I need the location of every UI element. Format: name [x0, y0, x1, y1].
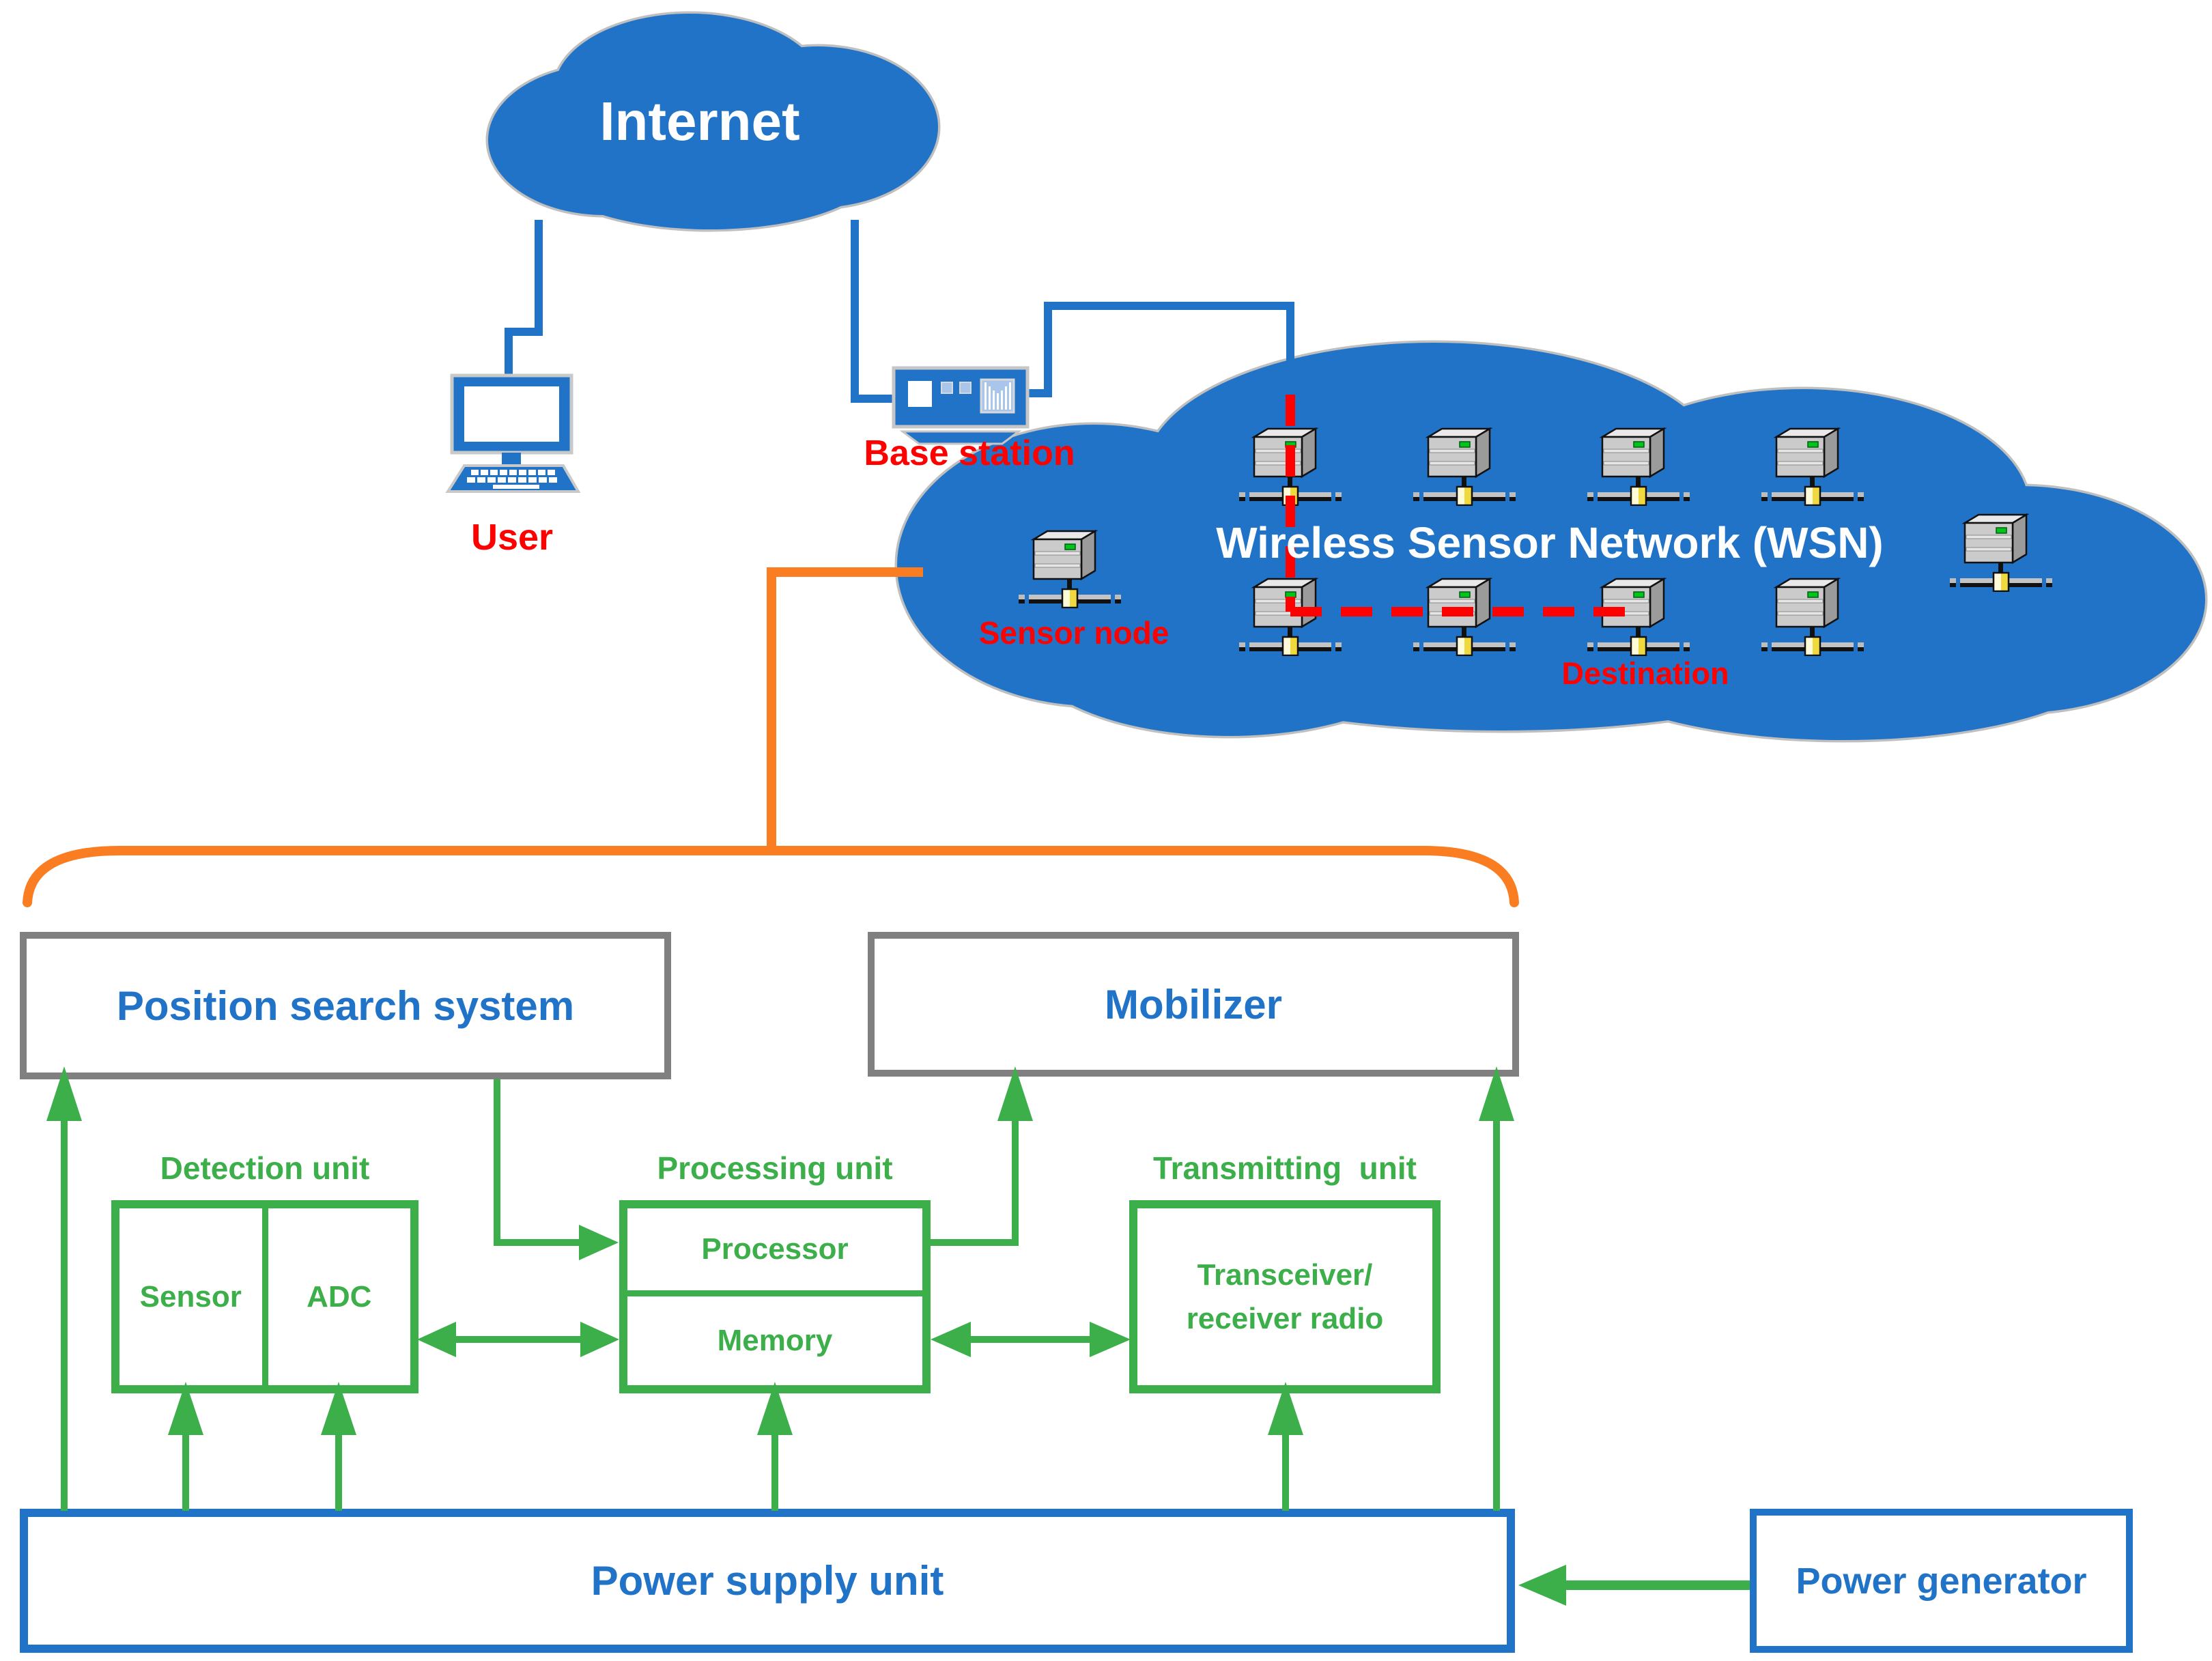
destination-label: Destination [1561, 656, 1729, 691]
wsn-to-brace-line [767, 567, 923, 851]
internet-to-user-line [505, 220, 543, 380]
arrowhead-right-icon [580, 1322, 619, 1357]
arrowhead-left-icon [931, 1322, 971, 1357]
wsn-title: Wireless Sensor Network (WSN) [1216, 518, 1884, 567]
internet-to-base-station-line [851, 220, 894, 403]
keyboard-icon [445, 464, 581, 493]
transceiver-label-line2: receiver radio [1186, 1301, 1384, 1335]
arrowhead-left-icon [417, 1322, 456, 1357]
sensor-node-icon [1239, 427, 1342, 506]
processing-unit-box: Processor Memory [619, 1200, 931, 1393]
position-search-system-box: Position search system [20, 932, 671, 1079]
transceiver-label-line1: Transceiver/ [1197, 1258, 1373, 1292]
sensor-node-icon [1587, 427, 1690, 506]
memory-cell: Memory [627, 1290, 922, 1385]
arrowhead-left-icon [1518, 1565, 1566, 1606]
monitor-icon [450, 373, 573, 468]
processor-cell: Processor [627, 1208, 922, 1290]
sensor-cell: Sensor [119, 1208, 262, 1385]
base-station-label: Base station [864, 434, 1075, 473]
processor-label: Processor [701, 1232, 849, 1266]
sensor-node-icon [1413, 427, 1516, 506]
user-computer-icon [445, 373, 581, 493]
detection-unit-box: Sensor ADC [111, 1200, 419, 1393]
sensor-node-icon [1761, 427, 1864, 506]
sensor-node-icon [1239, 578, 1342, 656]
detection-unit-title: Detection unit [160, 1150, 370, 1186]
processor-to-mobilizer-line [931, 1121, 1019, 1246]
sensor-node-label: Sensor node [978, 615, 1169, 651]
mobilizer-label: Mobilizer [1104, 981, 1282, 1027]
power-supply-unit-box: Power supply unit [20, 1509, 1515, 1653]
base-station-icon [892, 366, 1030, 445]
adc-cell: ADC [261, 1208, 411, 1385]
position-search-system-label: Position search system [116, 982, 575, 1029]
sensor-node-icon [1761, 578, 1864, 656]
arrowhead-right-icon [1090, 1322, 1131, 1357]
mobilizer-box: Mobilizer [868, 932, 1519, 1077]
power-generator-box: Power generator [1750, 1509, 2133, 1653]
sensor-label: Sensor [139, 1279, 242, 1314]
adc-label: ADC [307, 1279, 372, 1314]
destination-node-icon [1587, 578, 1690, 656]
power-generator-label: Power generator [1796, 1560, 2087, 1602]
arrowhead-right-icon [579, 1225, 619, 1260]
expansion-brace [23, 846, 1519, 907]
processing-unit-title: Processing unit [657, 1150, 893, 1186]
position-search-to-processor-line [494, 1079, 580, 1246]
internet-label: Internet [599, 91, 800, 152]
base-station-to-wsn-line [1026, 302, 1294, 419]
power-supply-unit-label: Power supply unit [591, 1558, 944, 1604]
memory-label: Memory [717, 1324, 833, 1357]
transmitting-unit-box: Transceiver/ receiver radio [1129, 1200, 1441, 1393]
user-label: User [470, 517, 554, 558]
destination-node-icon [1413, 578, 1516, 656]
transmitting-unit-title: Transmitting unit [1153, 1150, 1417, 1186]
